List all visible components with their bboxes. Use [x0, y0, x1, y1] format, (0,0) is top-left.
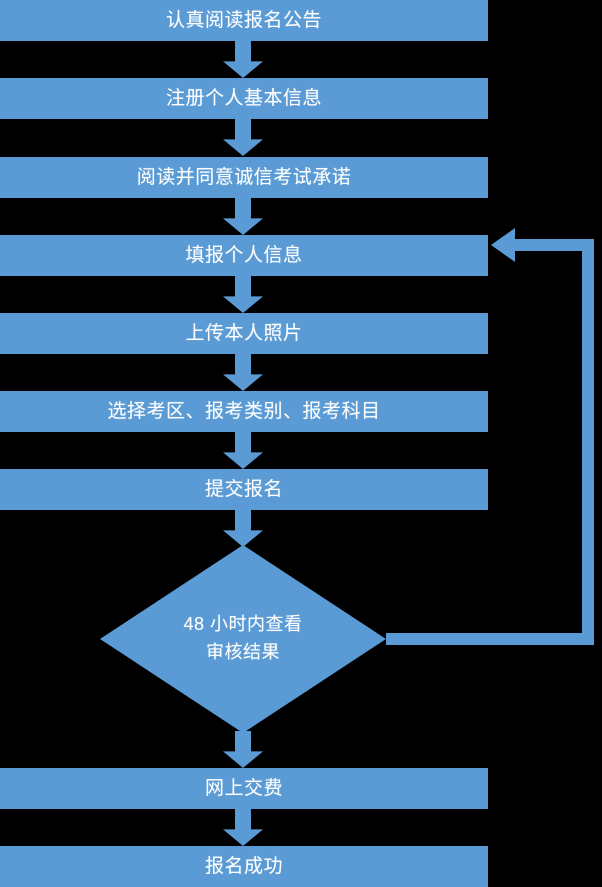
- node-upload-photo[interactable]: 上传本人照片: [0, 313, 488, 354]
- feedback-loop-segment-right: [582, 239, 594, 639]
- node-label-line1: 48 小时内查看: [183, 614, 303, 635]
- node-label: 报名成功: [204, 855, 283, 877]
- arrow-down-icon-7: [223, 510, 263, 547]
- feedback-loop-segment-bottom: [386, 633, 594, 645]
- node-register-basic-info[interactable]: 注册个人基本信息: [0, 78, 488, 119]
- node-online-payment[interactable]: 网上交费: [0, 768, 488, 809]
- node-fill-personal-info[interactable]: 填报个人信息: [0, 235, 488, 276]
- node-registration-success[interactable]: 报名成功: [0, 846, 488, 887]
- arrow-down-icon-2: [223, 119, 263, 156]
- node-label: 填报个人信息: [185, 244, 303, 266]
- node-agree-integrity-pledge[interactable]: 阅读并同意诚信考试承诺: [0, 157, 488, 198]
- node-check-review-result[interactable]: 48 小时内查看 审核结果: [100, 545, 386, 733]
- arrow-down-icon-9: [223, 809, 263, 846]
- arrow-down-icon-3: [223, 198, 263, 235]
- arrow-down-icon-1: [223, 41, 263, 78]
- node-label-line2: 审核结果: [206, 642, 280, 662]
- node-label: 阅读并同意诚信考试承诺: [136, 166, 352, 188]
- node-label: 提交报名: [204, 478, 283, 500]
- node-label: 选择考区、报考类别、报考科目: [107, 400, 381, 422]
- arrow-down-icon-4: [223, 276, 263, 313]
- node-select-exam-options[interactable]: 选择考区、报考类别、报考科目: [0, 391, 488, 432]
- arrow-left-icon-feedback: [491, 228, 515, 262]
- node-label: 注册个人基本信息: [165, 87, 322, 109]
- feedback-loop-segment-top: [510, 239, 588, 251]
- node-label: 网上交费: [204, 777, 283, 799]
- arrow-down-icon-8: [223, 731, 263, 768]
- arrow-down-icon-6: [223, 432, 263, 469]
- node-submit-registration[interactable]: 提交报名: [0, 469, 488, 510]
- node-read-announcement[interactable]: 认真阅读报名公告: [0, 0, 488, 41]
- node-label: 认真阅读报名公告: [165, 9, 322, 31]
- node-label: 上传本人照片: [185, 322, 303, 344]
- arrow-down-icon-5: [223, 354, 263, 391]
